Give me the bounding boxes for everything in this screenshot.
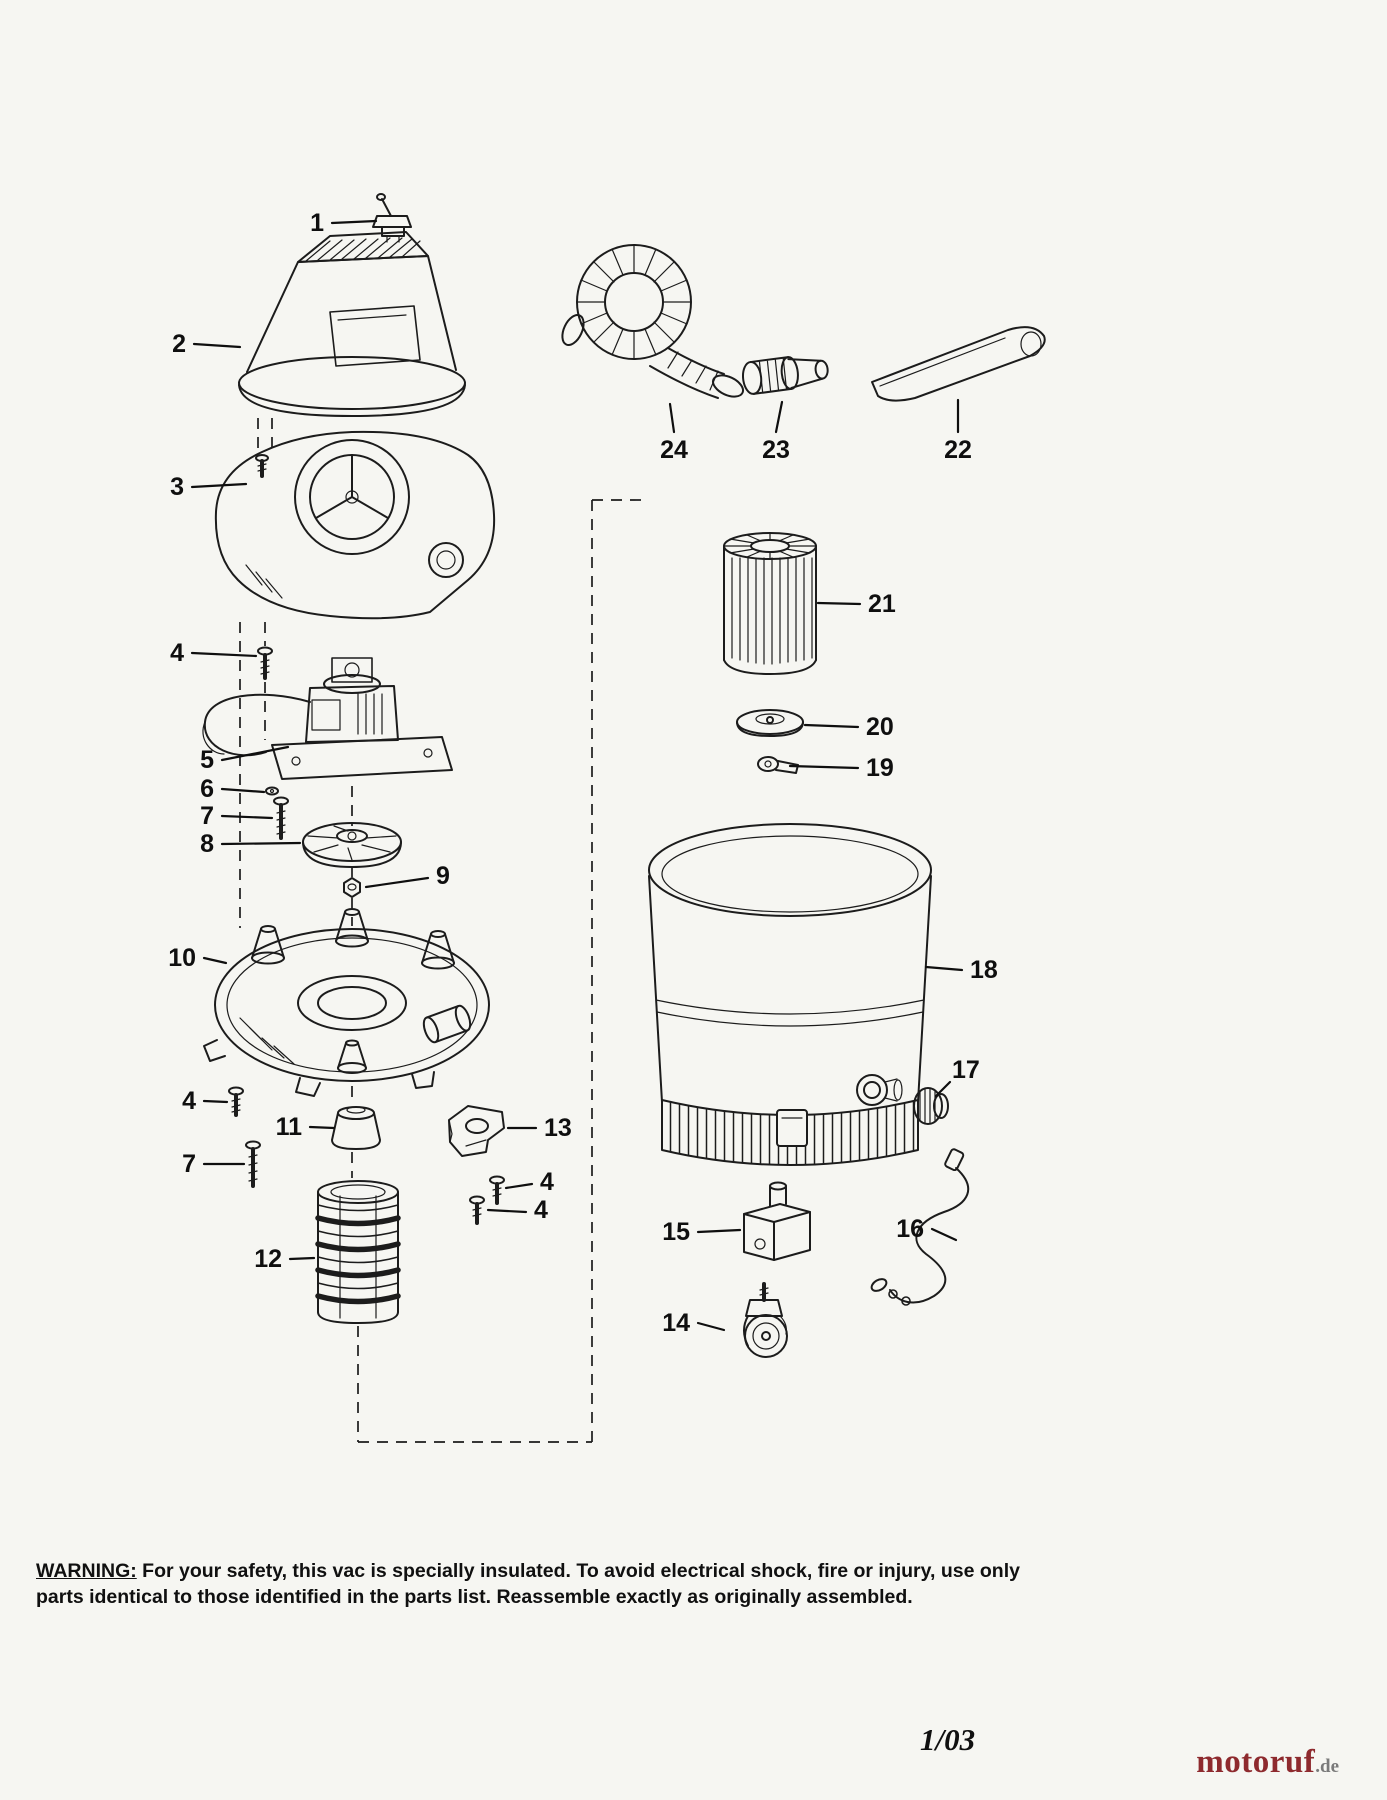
callout-1: 1 bbox=[310, 209, 324, 237]
callout-16: 16 bbox=[896, 1215, 924, 1243]
part-4-screw-lid-left bbox=[228, 1086, 244, 1117]
callout-21: 21 bbox=[868, 590, 896, 618]
part-2-motor-cover bbox=[238, 231, 466, 417]
part-18-tank bbox=[648, 823, 932, 1166]
callout-13: 13 bbox=[544, 1114, 572, 1142]
leader-lines bbox=[190, 219, 964, 1332]
part-4-screw-bracket-b bbox=[469, 1195, 485, 1225]
callout-19: 19 bbox=[866, 754, 894, 782]
part-16-power-cord bbox=[870, 1148, 969, 1306]
part-3-fan-shroud bbox=[214, 430, 496, 620]
callout-17: 17 bbox=[952, 1056, 980, 1084]
part-19-fitting bbox=[757, 756, 799, 774]
callout-9: 9 bbox=[436, 862, 450, 890]
part-23-hose-connector bbox=[741, 356, 829, 395]
part-8-fan-impeller bbox=[302, 822, 402, 868]
callout-20: 20 bbox=[866, 713, 894, 741]
callout-2: 2 bbox=[172, 330, 186, 358]
part-7-screw-top bbox=[273, 796, 289, 840]
callout-4a: 4 bbox=[170, 639, 184, 667]
part-24-hose bbox=[561, 244, 744, 399]
part-4-screw-bracket-a bbox=[489, 1175, 505, 1205]
part-12-filter-cage bbox=[315, 1180, 401, 1324]
callout-12: 12 bbox=[254, 1245, 282, 1273]
callout-8: 8 bbox=[200, 830, 214, 858]
callout-24: 24 bbox=[660, 436, 688, 464]
part-6-grommet bbox=[265, 786, 279, 796]
part-10-tank-lid bbox=[203, 908, 490, 1097]
part-15-caster-foot bbox=[743, 1181, 811, 1261]
callout-14: 14 bbox=[662, 1309, 690, 1337]
callout-23: 23 bbox=[762, 436, 790, 464]
callout-7b: 7 bbox=[182, 1150, 196, 1178]
callout-15: 15 bbox=[662, 1218, 690, 1246]
callout-4b: 4 bbox=[182, 1087, 196, 1115]
warning-note: WARNING: For your safety, this vac is sp… bbox=[36, 1558, 1066, 1610]
revision-date: 1/03 bbox=[920, 1722, 976, 1757]
callout-22: 22 bbox=[944, 436, 972, 464]
callout-11: 11 bbox=[276, 1113, 303, 1141]
part-1-power-switch bbox=[372, 193, 412, 243]
assembly-axis-lines bbox=[239, 418, 642, 1443]
part-11-retainer-cap bbox=[331, 1106, 381, 1150]
part-4-screw-top bbox=[257, 646, 273, 680]
watermark-tld: .de bbox=[1315, 1756, 1339, 1777]
warning-text: For your safety, this vac is specially i… bbox=[36, 1560, 1020, 1609]
part-5-motor-assembly bbox=[202, 657, 453, 780]
part-7-screw-bottom bbox=[245, 1140, 261, 1188]
callout-3: 3 bbox=[170, 473, 184, 501]
callout-6: 6 bbox=[200, 775, 214, 803]
callout-18: 18 bbox=[970, 956, 998, 984]
part-21-cartridge-filter bbox=[723, 532, 817, 675]
callout-5: 5 bbox=[200, 746, 214, 774]
part-22-utility-nozzle bbox=[871, 326, 1046, 402]
part-9-nut bbox=[343, 877, 361, 898]
watermark-name: motoruf bbox=[1196, 1744, 1316, 1780]
callout-7a: 7 bbox=[200, 802, 214, 830]
callout-4d: 4 bbox=[534, 1196, 548, 1224]
callout-4c: 4 bbox=[540, 1168, 554, 1196]
watermark: motoruf.de bbox=[1196, 1744, 1339, 1781]
part-20-filter-retainer bbox=[736, 709, 804, 737]
part-14-caster-wheel bbox=[743, 1282, 788, 1358]
part-13-bracket bbox=[448, 1105, 505, 1157]
callout-10: 10 bbox=[168, 944, 196, 972]
warning-label: WARNING: bbox=[36, 1560, 137, 1582]
callout-labels: 1 2 3 4 5 6 7 8 9 10 4 11 13 7 4 4 12 15… bbox=[168, 209, 998, 1337]
